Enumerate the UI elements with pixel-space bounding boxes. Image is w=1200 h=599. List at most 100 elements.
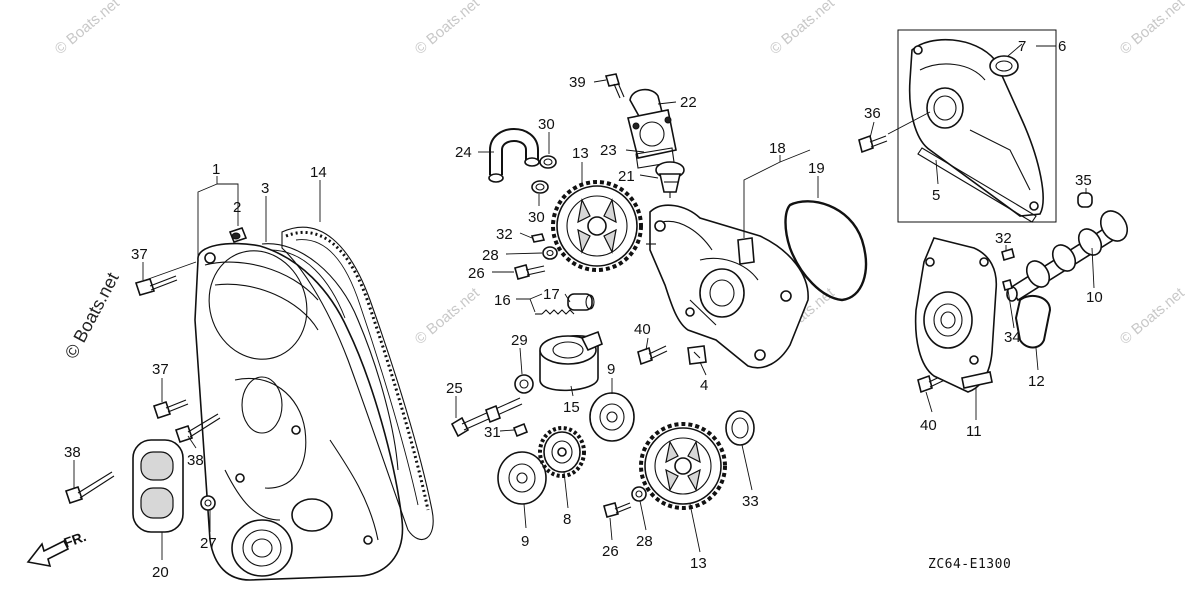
watermark-text: © Boats.net	[767, 0, 839, 58]
callout-37-upper: 37	[131, 246, 148, 263]
part-29-washer	[514, 374, 534, 394]
part-18-water-pump	[646, 204, 809, 369]
part-9-belt-guide-lower	[497, 451, 547, 505]
callout-28-upper: 28	[482, 247, 499, 264]
part-9-belt-guide-upper	[589, 392, 635, 442]
part-37-bolt-upper	[134, 275, 178, 296]
part-6-cover-assembly-box	[897, 29, 1057, 223]
callout-38-left: 38	[64, 444, 81, 461]
callout-35: 35	[1075, 172, 1092, 189]
part-24-hose	[488, 128, 540, 183]
callout-22: 22	[680, 94, 697, 111]
callout-13-lower: 13	[690, 555, 707, 572]
part-40-bolt-center	[637, 345, 668, 366]
part-21-thermostat	[655, 161, 685, 198]
part-38-bolt-left	[64, 471, 115, 505]
watermark-text: © Boats.net	[52, 0, 124, 58]
callout-40-center: 40	[634, 321, 651, 338]
callout-10: 10	[1086, 289, 1103, 306]
part-26-bolt-lower	[603, 502, 632, 518]
part-27-washer	[200, 495, 216, 511]
callout-30-upper: 30	[538, 116, 555, 133]
callout-29: 29	[511, 332, 528, 349]
diagram-code: ZC64-E1300	[928, 557, 1011, 572]
part-8-crankshaft-pulley	[538, 426, 586, 478]
callout-23: 23	[600, 142, 617, 159]
callout-21: 21	[618, 168, 635, 185]
part-11-rear-housing	[914, 237, 998, 393]
part-7-oil-seal	[989, 55, 1019, 77]
watermark-text: © Boats.net	[1117, 0, 1189, 58]
part-38-bolt-right	[174, 413, 221, 444]
callout-32-right: 32	[995, 230, 1012, 247]
callout-34: 34	[1004, 329, 1021, 346]
callout-1: 1	[212, 161, 220, 178]
part-1-timing-belt-cover	[194, 242, 404, 581]
part-34-pin	[1002, 279, 1013, 291]
leader-lines	[73, 43, 1095, 560]
part-20-gasket	[132, 439, 184, 533]
part-30-clamp-upper	[539, 155, 557, 169]
callout-37-lower: 37	[152, 361, 169, 378]
part-3-inner-cover	[261, 243, 399, 471]
callout-40-right: 40	[920, 417, 937, 434]
callout-6: 6	[1058, 38, 1066, 55]
part-26-bolt-upper	[514, 264, 546, 280]
part-31-key	[512, 422, 529, 438]
part-33-oil-seal	[725, 410, 755, 446]
callout-8: 8	[563, 511, 571, 528]
callout-39: 39	[569, 74, 586, 91]
callout-19: 19	[808, 160, 825, 177]
callout-7: 7	[1018, 38, 1026, 55]
callout-25: 25	[446, 380, 463, 397]
part-36-bolt	[858, 134, 888, 154]
part-28-washer-upper	[542, 246, 558, 260]
part-4-bracket	[687, 345, 707, 365]
callout-2: 2	[233, 199, 241, 216]
part-13-camshaft-pulley-lower	[639, 422, 727, 510]
part-16-collar	[567, 293, 595, 311]
callout-26-lower: 26	[602, 543, 619, 560]
part-2-cap	[228, 227, 248, 243]
part-14-timing-belt	[281, 226, 434, 541]
part-5-gasket	[917, 147, 1037, 223]
callout-9-lower: 9	[521, 533, 529, 550]
callout-11: 11	[966, 423, 982, 440]
callout-20: 20	[152, 564, 169, 581]
callout-3: 3	[261, 180, 269, 197]
part-28-washer-lower	[631, 486, 647, 502]
part-6-rear-cover	[908, 38, 1044, 217]
part-30-clamp-lower	[531, 180, 549, 194]
part-32-key-right	[1001, 247, 1015, 262]
callout-27: 27	[200, 535, 217, 552]
part-10-camshaft	[1006, 210, 1129, 302]
callout-16: 16	[494, 292, 511, 309]
callout-numbers: 1 2 3 14 37 37 38 38 20 27 24 30 30 13 3…	[64, 38, 1103, 581]
part-19-o-ring	[784, 200, 868, 302]
callout-9-upper: 9	[607, 361, 615, 378]
callout-24: 24	[455, 144, 472, 161]
front-arrow-icon	[26, 539, 70, 568]
callout-13-upper: 13	[572, 145, 589, 162]
part-39-bolt	[604, 73, 625, 99]
callout-15: 15	[563, 399, 580, 416]
callout-5: 5	[932, 187, 940, 204]
part-15-tensioner-pulley	[539, 330, 603, 392]
front-indicator-label: FR.	[62, 528, 89, 551]
callout-33: 33	[742, 493, 759, 510]
callout-14: 14	[310, 164, 327, 181]
watermark-text: © Boats.net	[1117, 284, 1189, 348]
callout-26-upper: 26	[468, 265, 485, 282]
part-37-bolt-lower	[152, 399, 189, 420]
callout-30-lower: 30	[528, 209, 545, 226]
callout-31: 31	[484, 424, 501, 441]
part-12-gasket	[1014, 294, 1052, 349]
front-direction-arrow: FR.	[26, 528, 89, 568]
callout-28-lower: 28	[636, 533, 653, 550]
part-17-spring	[535, 309, 575, 315]
callout-17: 17	[543, 286, 560, 303]
callout-36: 36	[864, 105, 881, 122]
part-35-plug	[1077, 192, 1093, 208]
watermark-text: © Boats.net	[412, 0, 484, 58]
